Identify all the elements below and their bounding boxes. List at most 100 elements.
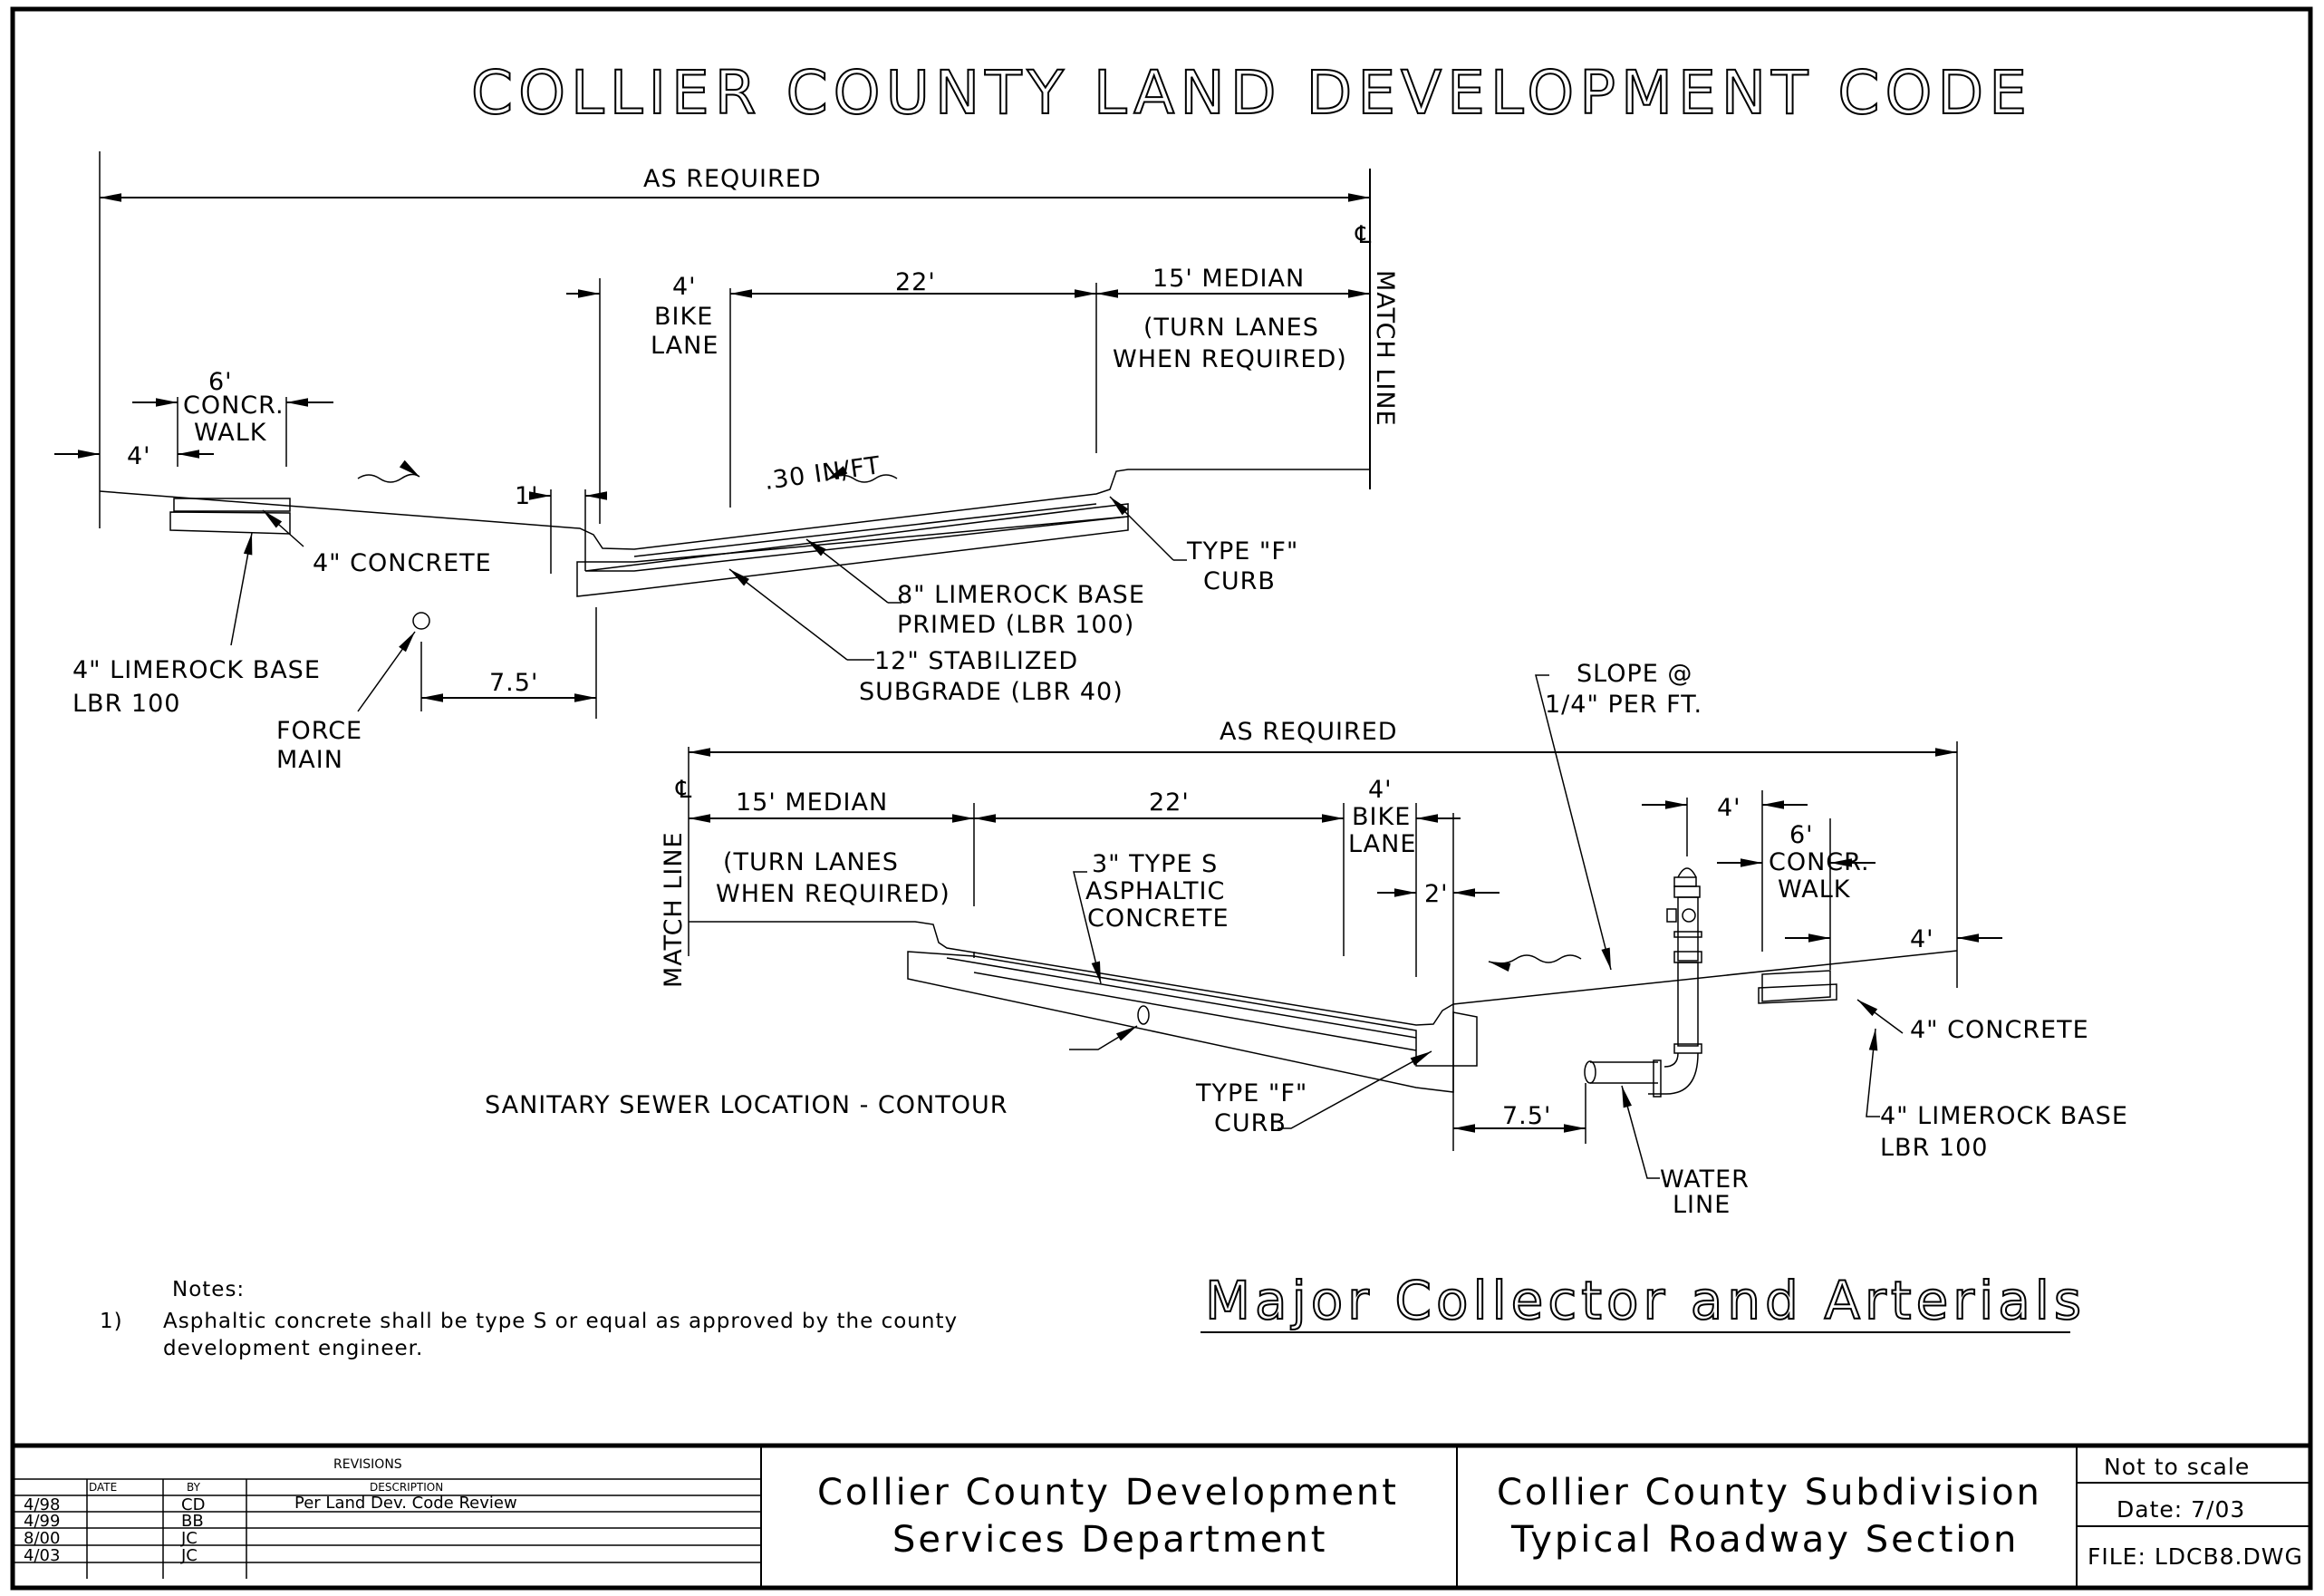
- upper-subgrade-label-1: 12" STABILIZED: [874, 647, 1078, 675]
- revisions-heading: REVISIONS: [333, 1457, 402, 1472]
- lower-slope-label-1: SLOPE @: [1577, 660, 1692, 688]
- lower-asphalt-label-3: CONCRETE: [1087, 904, 1230, 933]
- upper-concrete-label: 4" CONCRETE: [313, 549, 492, 577]
- upper-subgrade-layer: [576, 516, 1129, 597]
- upper-walk-label-1: CONCR.: [183, 392, 284, 420]
- upper-cross-section: AS REQUIRED ℄ MATCH LINE 4' BIKE LANE 22…: [54, 151, 1399, 774]
- upper-slope-label: .30 IN/FT: [763, 451, 882, 496]
- upper-subgrade-label-2: SUBGRADE (LBR 40): [859, 678, 1123, 706]
- lower-bike-width: 4': [1368, 776, 1393, 804]
- revisions-col-by: BY: [187, 1481, 201, 1494]
- lower-asphalt-leader: [1073, 871, 1102, 984]
- upper-asphalt-line: [633, 503, 1097, 557]
- upper-walk-base: [169, 511, 291, 535]
- lower-sewer-icon: [1137, 1005, 1150, 1025]
- note-1-line-2: development engineer.: [163, 1337, 423, 1360]
- upper-curb-gap: 1': [515, 482, 539, 510]
- lower-overall-dim-label: AS REQUIRED: [1220, 718, 1398, 746]
- drawing-title-line-2: Typical Roadway Section: [1510, 1519, 2019, 1561]
- upper-match-line-label: MATCH LINE: [1371, 270, 1399, 427]
- lower-asphalt-label-1: 3" TYPE S: [1092, 850, 1218, 878]
- lower-curb-label-2: CURB: [1214, 1109, 1287, 1137]
- lower-concrete-leader: [1856, 999, 1904, 1034]
- upper-base-layer: [584, 503, 1129, 572]
- upper-median-note-1: (TURN LANES: [1143, 314, 1319, 342]
- lower-water-offset: 7.5': [1502, 1102, 1551, 1130]
- lower-walk-base: [1758, 983, 1837, 1004]
- lower-asphalt-line: [946, 957, 1417, 1039]
- upper-force-main-label-2: MAIN: [276, 746, 343, 774]
- note-1-line-1: Asphaltic concrete shall be type S or eq…: [163, 1310, 958, 1333]
- lower-limerock-label-1: 4" LIMEROCK BASE: [1880, 1102, 2128, 1130]
- lower-match-line-label: MATCH LINE: [660, 831, 688, 988]
- revision-row-4-date: 4/03: [24, 1546, 60, 1565]
- upper-lanes-dim: 22': [895, 268, 936, 296]
- upper-slope-squiggle-right: [825, 466, 898, 483]
- lower-walk-label-1: CONCR.: [1769, 848, 1870, 876]
- upper-curb-label-1: TYPE "F": [1186, 537, 1298, 566]
- upper-subgrade-leader: [728, 568, 848, 661]
- drawing-title-line-1: Collier County Subdivision: [1497, 1472, 2042, 1514]
- upper-bike-label-1: BIKE: [654, 303, 713, 331]
- lower-sewer-leader: [1069, 1025, 1138, 1050]
- water-line-pipe-icon: [1584, 962, 1702, 1098]
- upper-overall-dim-label: AS REQUIRED: [643, 165, 822, 193]
- upper-walk-width: 6': [208, 368, 233, 396]
- upper-force-main-label-1: FORCE: [276, 717, 362, 745]
- upper-bike-label-2: LANE: [651, 332, 718, 360]
- upper-force-main-leader: [357, 631, 416, 712]
- lower-slope-squiggle: [1488, 954, 1582, 972]
- lower-water-label-2: LINE: [1673, 1191, 1731, 1219]
- lower-bike-label-2: LANE: [1348, 830, 1416, 858]
- main-title: COLLIER COUNTY LAND DEVELOPMENT CODE: [471, 58, 2032, 128]
- lower-limerock-leader: [1866, 1028, 1880, 1117]
- upper-force-main-offset: 7.5': [489, 669, 538, 697]
- revision-row-3-date: 8/00: [24, 1529, 60, 1548]
- lower-walk-slab: [1761, 970, 1831, 1002]
- lower-walk-width: 6': [1789, 821, 1814, 849]
- lower-subgrade-layer: [907, 951, 1478, 1093]
- lower-curb-label-1: TYPE "F": [1195, 1079, 1307, 1108]
- revisions-col-date: DATE: [89, 1481, 117, 1494]
- revisions-col-description: DESCRIPTION: [370, 1481, 443, 1494]
- revision-row-1-description: Per Land Dev. Code Review: [294, 1494, 517, 1513]
- revision-row-2-by: BB: [181, 1512, 204, 1531]
- notes-block: Notes: 1) Asphaltic concrete shall be ty…: [100, 1278, 958, 1360]
- lower-slope-leader: [1535, 674, 1612, 971]
- lower-lanes-dim: 22': [1149, 788, 1190, 817]
- lower-asphalt-label-2: ASPHALTIC: [1085, 877, 1225, 905]
- lower-limerock-label-2: LBR 100: [1880, 1134, 1988, 1162]
- lower-walk-label-2: WALK: [1778, 875, 1851, 904]
- upper-slope-squiggle-left: [357, 459, 420, 483]
- upper-base-label-1: 8" LIMEROCK BASE: [897, 581, 1145, 609]
- upper-base-label-2: PRIMED (LBR 100): [897, 611, 1134, 639]
- upper-base-leader: [805, 538, 889, 604]
- scale-note: Not to scale: [2104, 1454, 2250, 1480]
- revision-row-4-by: JC: [180, 1546, 198, 1565]
- file-name: FILE: LDCB8.DWG: [2088, 1543, 2303, 1570]
- upper-ground-line: [99, 469, 1370, 550]
- department-name-line-1: Collier County Development: [817, 1472, 1399, 1514]
- lower-ground-line: [689, 921, 1958, 1026]
- lower-concrete-label: 4" CONCRETE: [1910, 1016, 2089, 1044]
- lower-hydrant-offset: 4': [1717, 794, 1741, 822]
- revision-row-1-date: 4/98: [24, 1495, 60, 1514]
- lower-centerline-symbol: ℄: [675, 776, 692, 804]
- title-block: REVISIONS DATE BY DESCRIPTION 4/98 CD Pe…: [13, 1443, 2310, 1588]
- lower-median-dim: 15' MEDIAN: [736, 788, 888, 817]
- revisions-table: REVISIONS DATE BY DESCRIPTION 4/98 CD Pe…: [13, 1457, 761, 1579]
- upper-bike-width: 4': [672, 273, 697, 301]
- upper-concrete-leader: [262, 509, 304, 547]
- lower-median-note-2: WHEN REQUIRED): [716, 880, 950, 908]
- upper-limerock-leader: [230, 532, 253, 646]
- notes-heading: Notes:: [172, 1278, 245, 1301]
- upper-walk-label-2: WALK: [194, 419, 267, 447]
- drawing-date: Date: 7/03: [2117, 1496, 2245, 1523]
- lower-median-note-1: (TURN LANES: [723, 848, 899, 876]
- lower-slope-label-2: 1/4" PER FT.: [1545, 691, 1702, 719]
- upper-limerock-label-1: 4" LIMEROCK BASE: [72, 656, 321, 684]
- lower-sewer-label: SANITARY SEWER LOCATION - CONTOUR: [485, 1091, 1008, 1119]
- upper-centerline-symbol: ℄: [1355, 221, 1372, 249]
- upper-limerock-label-2: LBR 100: [72, 690, 180, 718]
